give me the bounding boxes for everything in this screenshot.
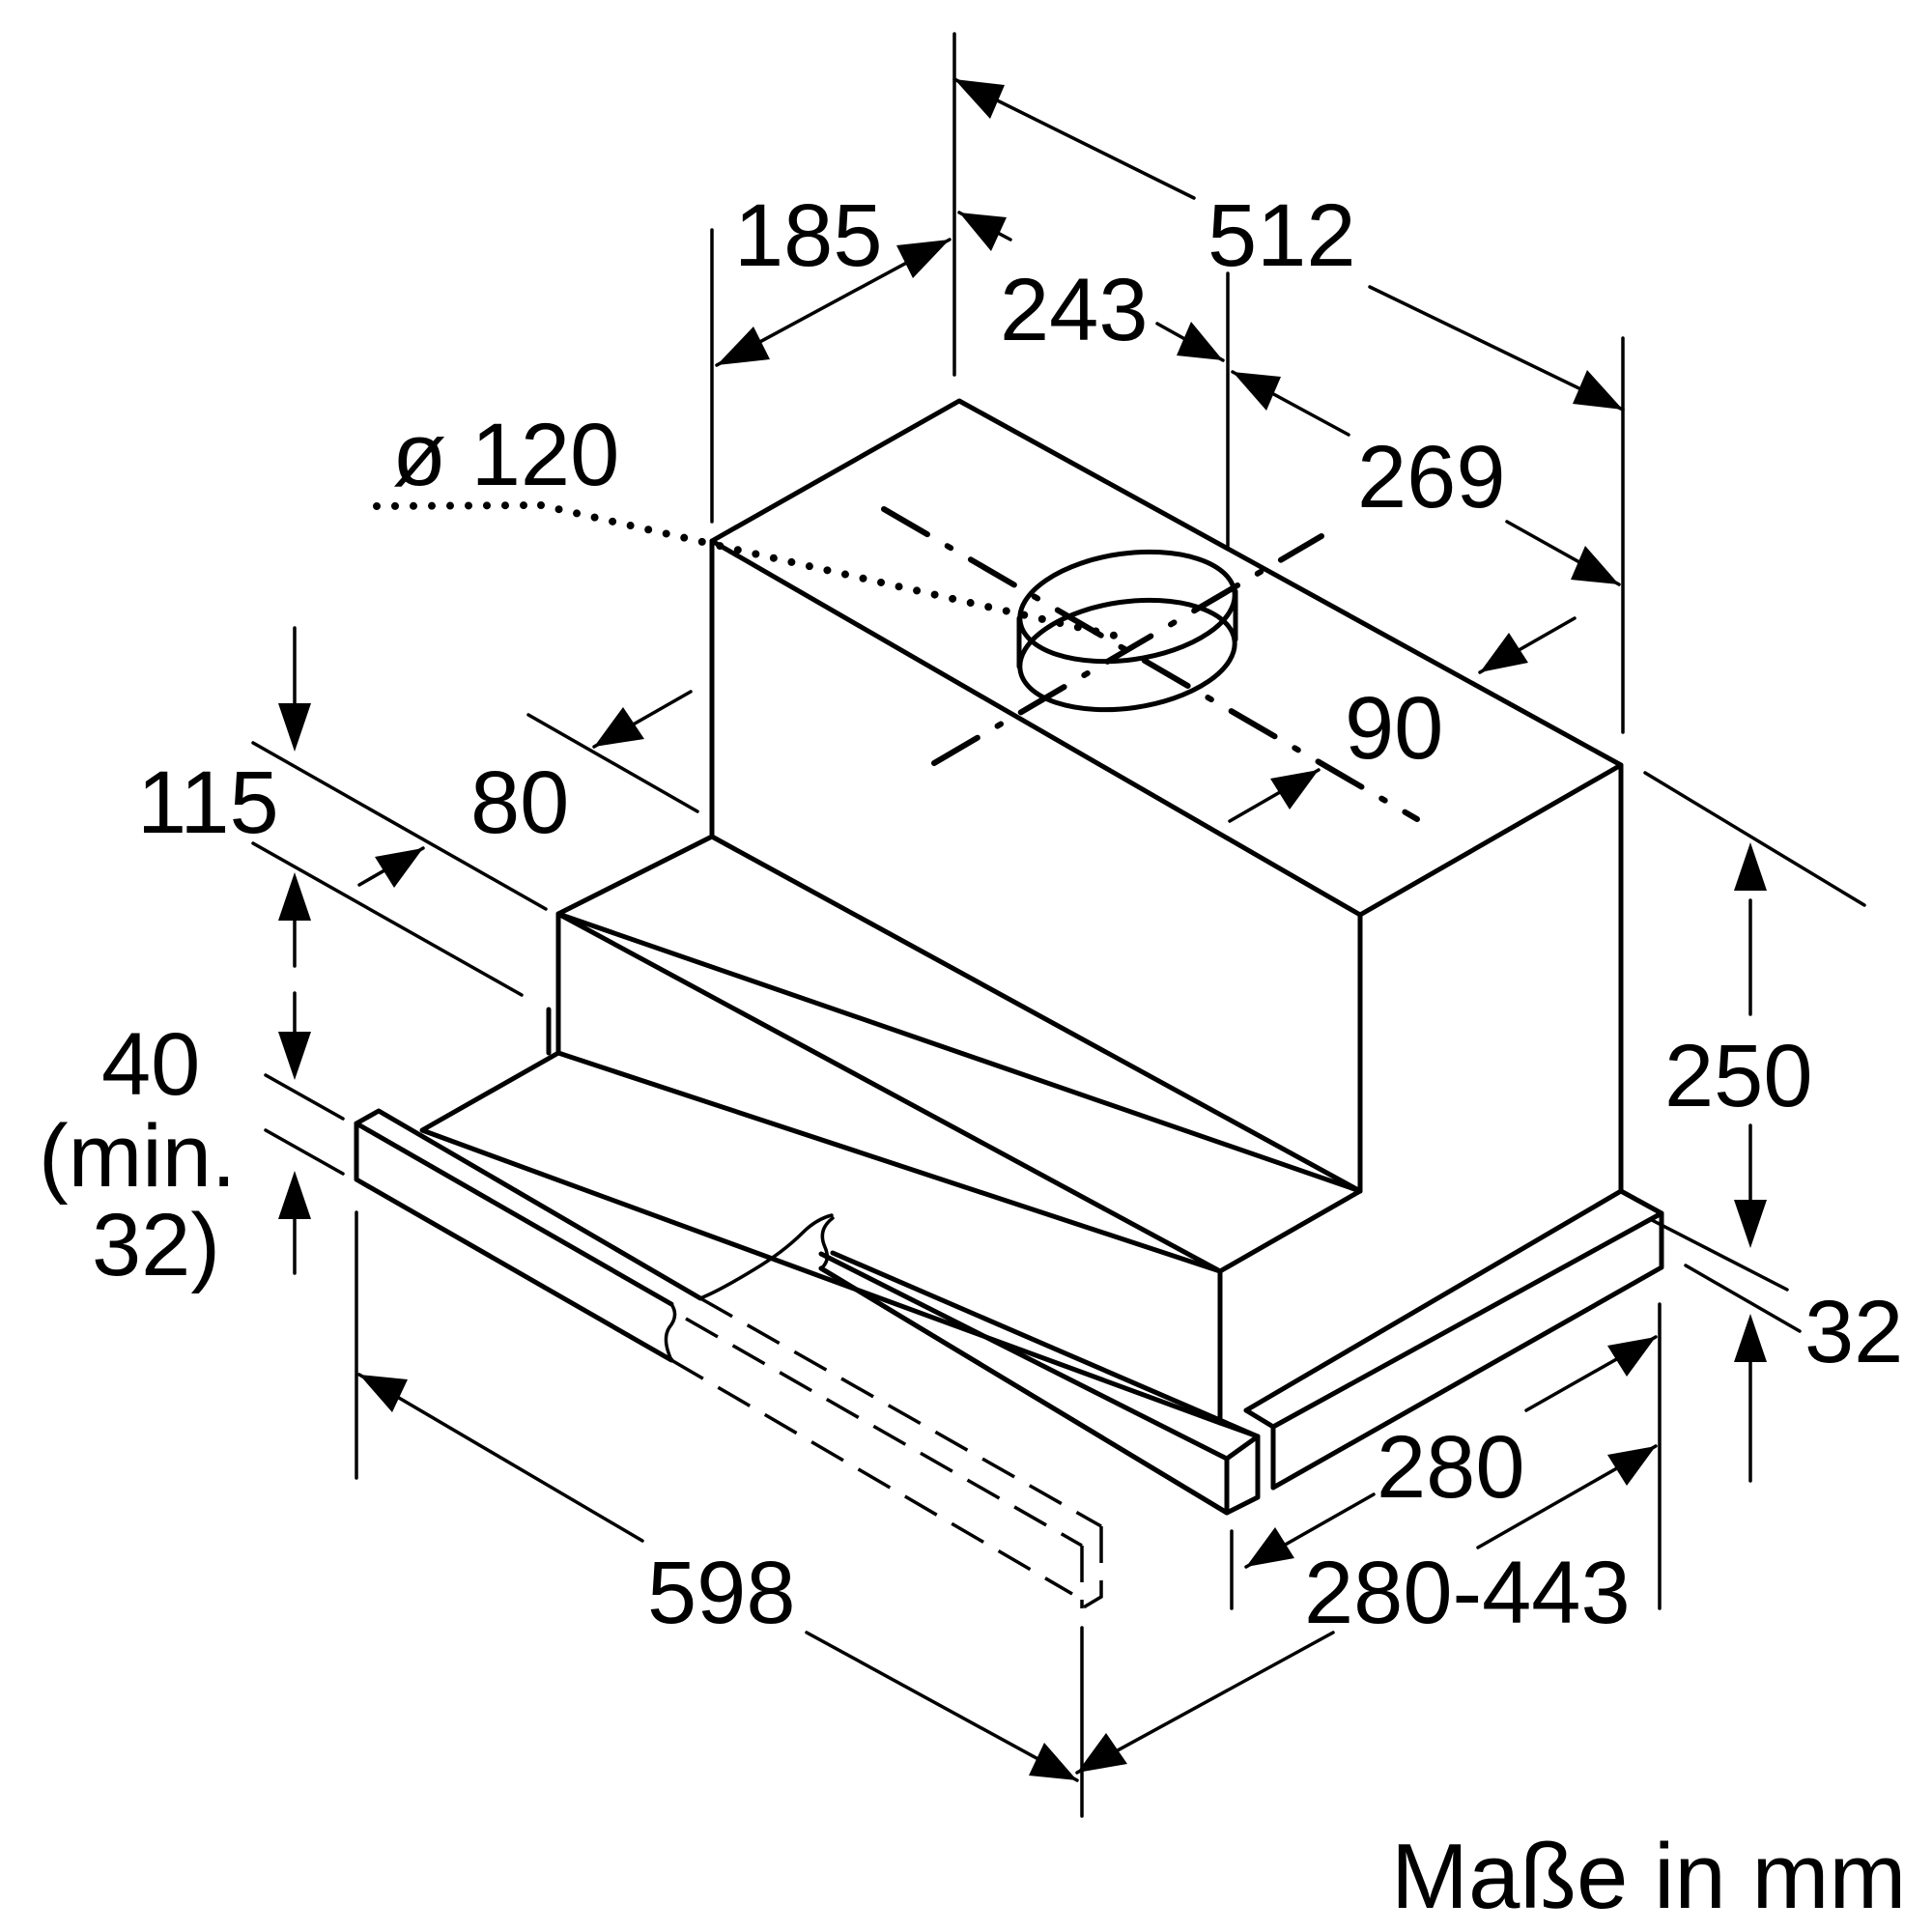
dimension-lines bbox=[251, 32, 1866, 1818]
hood-lower-body bbox=[546, 834, 1363, 1426]
dim-115-label: 115 bbox=[137, 753, 279, 852]
dim-80-label: 80 bbox=[470, 753, 569, 852]
dim-185-label: 185 bbox=[734, 186, 883, 285]
visor-drawer bbox=[354, 1050, 1664, 1610]
dim-40-label: 40 bbox=[101, 1015, 200, 1114]
dim-40-min-line1: (min. bbox=[39, 1107, 236, 1206]
dim-280-label: 280 bbox=[1377, 1418, 1525, 1517]
dim-598-label: 598 bbox=[647, 1544, 796, 1642]
dim-269-label: 269 bbox=[1357, 428, 1506, 526]
hood-upper-chimney-box bbox=[709, 398, 1624, 1194]
dim-250-label: 250 bbox=[1664, 1027, 1813, 1125]
dim-32-label: 32 bbox=[1804, 1283, 1903, 1381]
units-note: Maße in mm bbox=[1391, 1825, 1906, 1928]
dim-40-min-line2: 32) bbox=[92, 1196, 220, 1294]
exhaust-collar bbox=[1016, 549, 1238, 713]
dim-243-label: 243 bbox=[1000, 261, 1149, 359]
dim-512-label: 512 bbox=[1208, 186, 1356, 285]
dim-90-label: 90 bbox=[1345, 679, 1443, 778]
centre-lines bbox=[373, 501, 1420, 822]
dim-280-443-label: 280-443 bbox=[1304, 1544, 1631, 1642]
dim-diameter-label: ø 120 bbox=[392, 406, 619, 504]
